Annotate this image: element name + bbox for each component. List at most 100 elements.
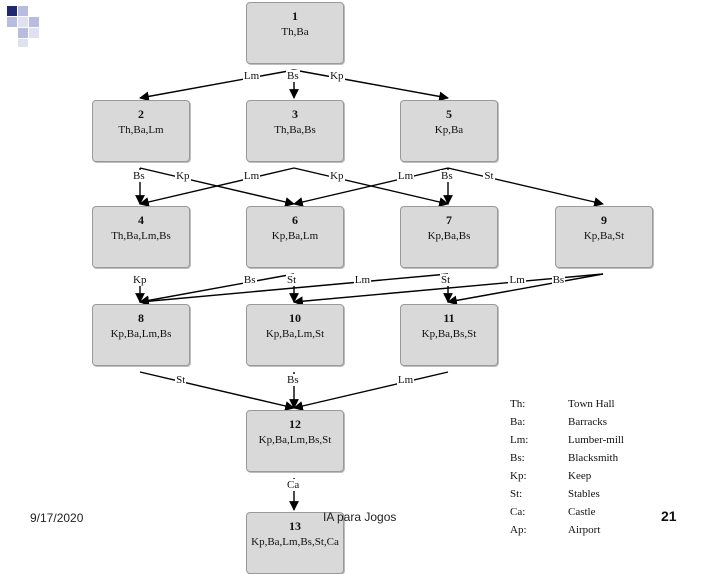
edge-label: Bs bbox=[440, 169, 454, 182]
node-label: Kp,Ba,Lm,Bs,St,Ca bbox=[251, 536, 339, 548]
edge-9-11 bbox=[447, 273, 604, 306]
node-number: 13 bbox=[289, 519, 301, 533]
node-number: 8 bbox=[138, 311, 144, 325]
legend-abbr: Ba: bbox=[510, 416, 526, 428]
legend-name: Barracks bbox=[568, 416, 608, 428]
node-label: Kp,Ba,Lm,Bs,St bbox=[258, 434, 332, 446]
edge-3-4 bbox=[139, 167, 295, 207]
node-number: 10 bbox=[289, 311, 301, 325]
edge-5-9 bbox=[447, 167, 604, 207]
legend-row: Ba: Barracks bbox=[510, 416, 650, 434]
node-number: 11 bbox=[443, 311, 455, 325]
legend-row: Kp: Keep bbox=[510, 470, 650, 488]
edge-1-2 bbox=[139, 69, 295, 102]
legend-abbr: Ap: bbox=[510, 524, 527, 536]
legend-name: Town Hall bbox=[568, 398, 615, 410]
edge-1-5 bbox=[293, 69, 449, 102]
node-label: Th,Ba,Lm,Bs bbox=[111, 230, 171, 242]
edge-9-10 bbox=[293, 273, 604, 307]
edge-label: Lm bbox=[508, 274, 526, 287]
edge-label: Bs bbox=[551, 274, 566, 287]
node-label: Kp,Ba,Lm bbox=[271, 230, 319, 242]
node-number: 9 bbox=[601, 213, 607, 227]
edge-label: St bbox=[483, 169, 495, 182]
page-number: 21 bbox=[661, 508, 677, 524]
node-number: 1 bbox=[292, 9, 298, 23]
legend-row: Bs: Blacksmith bbox=[510, 452, 650, 470]
node-number: 2 bbox=[138, 107, 144, 121]
legend-abbr: Kp: bbox=[510, 470, 527, 482]
node-number: 4 bbox=[138, 213, 144, 227]
edge-label: St bbox=[286, 274, 298, 287]
edge-label: Kp bbox=[329, 169, 345, 182]
node-number: 12 bbox=[289, 417, 301, 431]
legend-row: St: Stables bbox=[510, 488, 650, 506]
edge-label: St bbox=[175, 373, 187, 386]
edge-label: Kp bbox=[132, 274, 148, 287]
node-number: 3 bbox=[292, 107, 298, 121]
node-number: 5 bbox=[446, 107, 452, 121]
edge-label: Bs bbox=[286, 373, 300, 386]
legend-name: Lumber-mill bbox=[568, 434, 624, 446]
edge-label: Bs bbox=[286, 70, 300, 83]
node-label: Th,Ba,Bs bbox=[274, 124, 316, 136]
edge-label: Lm bbox=[396, 169, 415, 182]
legend-name: Airport bbox=[568, 524, 601, 536]
edge-6-8 bbox=[139, 273, 295, 306]
node-label: Th,Ba,Lm bbox=[118, 124, 164, 136]
legend-abbr: Bs: bbox=[510, 452, 525, 464]
legend-name: Castle bbox=[568, 506, 596, 518]
node-label: Kp,Ba,Bs,St bbox=[421, 328, 477, 340]
edge-label: Ca bbox=[286, 479, 301, 492]
legend-abbr: Ca: bbox=[510, 506, 526, 518]
legend-row: Ap: Airport bbox=[510, 524, 650, 542]
edge-label: Kp bbox=[175, 169, 191, 182]
edge-7-8 bbox=[139, 273, 449, 307]
node-label: Kp,Ba,Lm,St bbox=[265, 328, 325, 340]
edge-label: St bbox=[440, 274, 452, 287]
legend-row: Ca: Castle bbox=[510, 506, 650, 524]
edge-label: Kp bbox=[329, 70, 345, 83]
footer-date: 9/17/2020 bbox=[30, 511, 84, 525]
legend-row: Th: Town Hall bbox=[510, 398, 650, 416]
node-label: Kp,Ba,Bs bbox=[427, 230, 471, 242]
edge-label: Bs bbox=[132, 169, 146, 182]
edge-label: Lm bbox=[396, 373, 415, 386]
decorative-squares-icon bbox=[7, 6, 39, 47]
legend-name: Keep bbox=[568, 470, 592, 482]
legend-abbr: Th: bbox=[510, 398, 526, 410]
node-label: Kp,Ba,St bbox=[583, 230, 625, 242]
edge-8-12 bbox=[139, 371, 295, 411]
node-label: Kp,Ba bbox=[434, 124, 464, 136]
legend-abbr: Lm: bbox=[510, 434, 529, 446]
node-number: 6 bbox=[292, 213, 298, 227]
legend-abbr: St: bbox=[510, 488, 523, 500]
node-label: Th,Ba bbox=[281, 26, 309, 38]
edge-5-6 bbox=[293, 167, 449, 207]
footer-title: IA para Jogos bbox=[323, 510, 397, 524]
node-number: 7 bbox=[446, 213, 452, 227]
edge-label: Lm bbox=[242, 70, 261, 83]
legend-name: Blacksmith bbox=[568, 452, 619, 464]
edge-11-12 bbox=[293, 371, 449, 411]
legend-row: Lm: Lumber-mill bbox=[510, 434, 650, 452]
edge-label: Lm bbox=[353, 274, 372, 287]
edge-label: Bs bbox=[242, 274, 257, 287]
node-label: Kp,Ba,Lm,Bs bbox=[110, 328, 172, 340]
edge-label: Lm bbox=[242, 169, 261, 182]
legend-name: Stables bbox=[568, 488, 600, 500]
